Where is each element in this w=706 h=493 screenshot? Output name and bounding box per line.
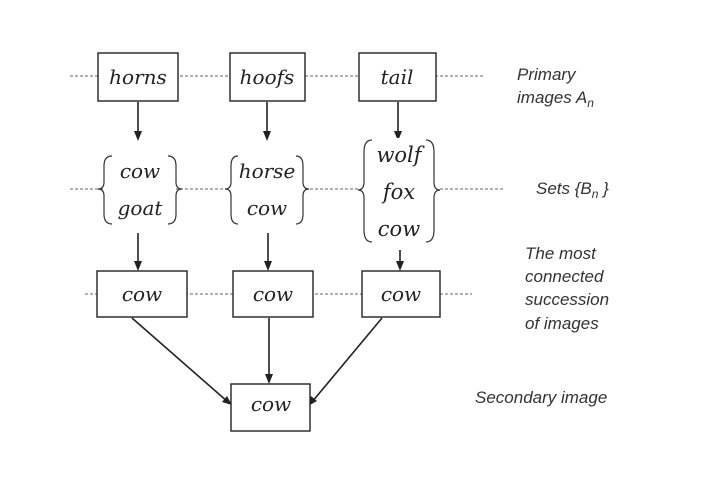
succession-box-1 (96, 270, 188, 318)
primary-box-tail (358, 52, 437, 102)
primary-image-hoofs: hoofs (229, 52, 306, 102)
label-secondary-text: Secondary image (475, 388, 607, 407)
label-primary-line2: images An (517, 88, 594, 110)
arrow-horns-to-set1 (134, 102, 142, 141)
primary-text-tail: tail (381, 65, 414, 89)
label-succession-line2: connected (525, 267, 604, 286)
set3-item-wolf: wolf (376, 143, 424, 167)
arrow-set3-to-succession3 (396, 250, 404, 271)
arrow-hoofs-to-set2 (263, 102, 271, 141)
label-succession-line3: succession (525, 290, 609, 309)
primary-box-horns (97, 52, 179, 102)
label-sets-text: Sets {Bn } (536, 179, 609, 201)
succession-text-3: cow (381, 282, 421, 306)
arrow-set1-to-succession1 (134, 233, 142, 271)
set2-item-cow: cow (247, 196, 287, 220)
label-succession-line4: of images (525, 314, 599, 333)
set1-right-brace (167, 155, 183, 225)
set3-left-brace (357, 139, 373, 243)
set-group-2: horse cow (224, 154, 310, 226)
secondary-box (230, 383, 311, 432)
succession-text-2: cow (253, 282, 293, 306)
arrow-succession1-to-secondary (131, 317, 232, 405)
succession-node-1: cow (96, 270, 188, 318)
primary-box-hoofs (229, 52, 306, 102)
arrow-succession3-to-secondary (308, 317, 383, 406)
set3-item-fox: fox (381, 180, 415, 204)
succession-box-2 (232, 270, 314, 318)
label-secondary-image: Secondary image (475, 388, 607, 407)
set2-item-horse: horse (239, 159, 296, 183)
primary-text-hoofs: hoofs (240, 65, 295, 89)
arrow-tail-to-set3 (394, 102, 402, 141)
secondary-text: cow (251, 392, 291, 416)
primary-text-horns: horns (109, 65, 167, 89)
set1-left-brace (97, 155, 113, 225)
set1-item-goat: goat (118, 196, 164, 220)
label-primary-line1: Primary (517, 65, 577, 84)
arrow-succession2-to-secondary (265, 318, 273, 384)
label-primary-images: Primary images An (517, 65, 594, 110)
succession-node-3: cow (361, 270, 441, 318)
label-sets: Sets {Bn } (536, 179, 609, 201)
secondary-image-node: cow (230, 383, 311, 432)
set-group-3: wolf fox cow (357, 138, 441, 244)
label-succession-line1: The most (525, 244, 597, 263)
arrow-set2-to-succession2 (264, 233, 272, 271)
succession-box-3 (361, 270, 441, 318)
primary-image-horns: horns (97, 52, 179, 102)
set3-item-cow: cow (378, 217, 420, 241)
set2-left-brace (224, 155, 239, 225)
set2-right-brace (295, 155, 310, 225)
label-most-connected-succession: The most connected succession of images (525, 244, 609, 333)
set-group-1: cow goat (97, 154, 183, 226)
succession-node-2: cow (232, 270, 314, 318)
succession-text-1: cow (122, 282, 162, 306)
primary-image-tail: tail (358, 52, 437, 102)
set1-item-cow: cow (120, 159, 160, 183)
set3-right-brace (425, 139, 441, 243)
